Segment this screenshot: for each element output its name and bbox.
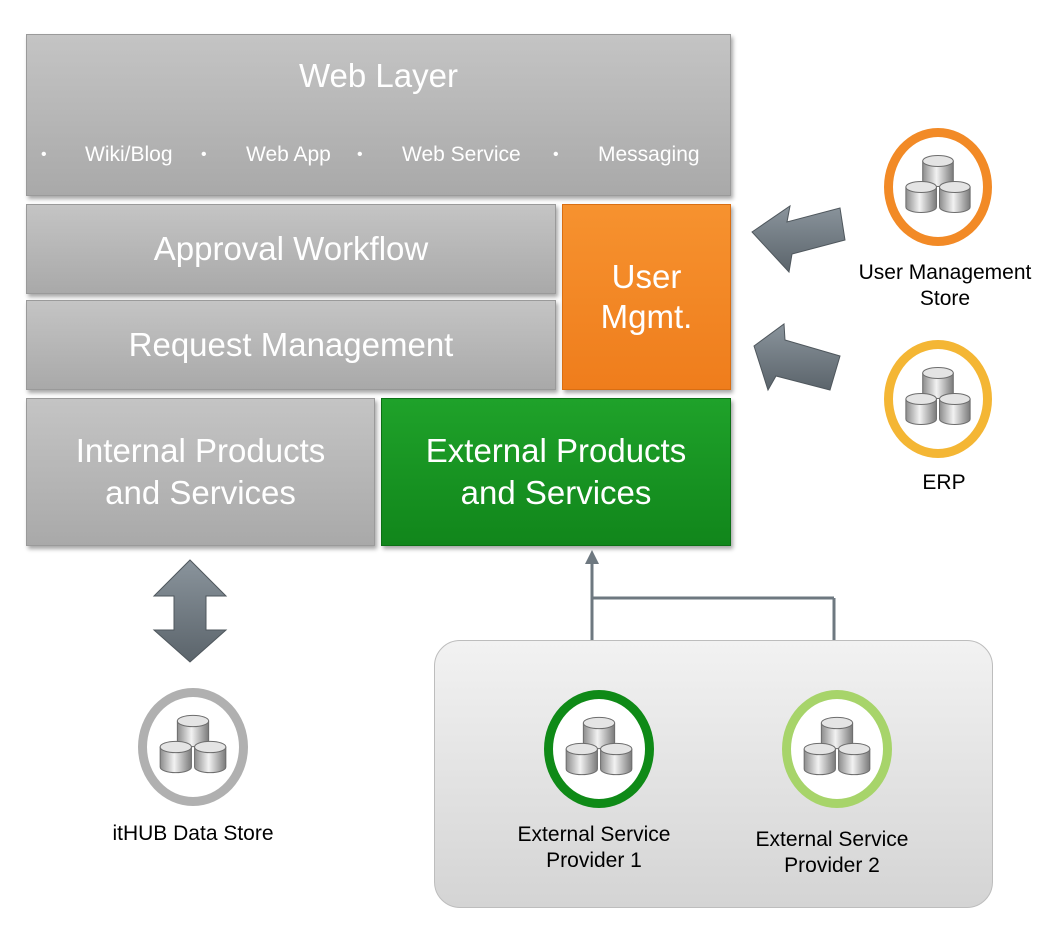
internal-products-line2: and Services xyxy=(105,474,296,511)
web-layer-block: Web Layer • Wiki/Blog • Web App • Web Se… xyxy=(26,34,731,196)
bullet-icon: • xyxy=(357,146,363,163)
provider-1-label: External Service Provider 1 xyxy=(490,822,698,874)
double-arrow-internal-to-ithub xyxy=(152,559,228,663)
erp-label: ERP xyxy=(922,471,966,494)
cylinder-shape xyxy=(905,392,937,425)
bullet-icon: • xyxy=(201,146,207,163)
bullet-icon: • xyxy=(553,146,559,163)
cylinder-shape xyxy=(905,180,937,213)
user-management-store-line1: User Management xyxy=(858,261,1032,284)
provider-1-line2: Provider 1 xyxy=(546,849,642,872)
external-products-block: External Products and Services xyxy=(381,398,731,546)
approval-workflow-label: Approval Workflow xyxy=(153,230,429,267)
web-item-messaging: Messaging xyxy=(598,143,700,166)
user-mgmt-line1: User xyxy=(611,258,682,295)
database-stack-icon xyxy=(159,714,227,774)
database-stack-icon xyxy=(803,716,871,776)
ithub-data-store-label: itHUB Data Store xyxy=(112,822,274,845)
user-management-store xyxy=(884,128,992,246)
database-stack-icon xyxy=(565,716,633,776)
user-mgmt-block: User Mgmt. xyxy=(562,204,731,390)
cylinder-shape xyxy=(565,742,598,776)
provider-2-line1: External Service xyxy=(755,828,909,851)
cylinder-shape xyxy=(820,716,854,750)
internal-products-block: Internal Products and Services xyxy=(26,398,375,546)
cylinder-shape xyxy=(159,740,192,774)
bullet-icon: • xyxy=(41,146,47,163)
user-mgmt-line2: Mgmt. xyxy=(600,298,693,335)
approval-workflow-block: Approval Workflow xyxy=(26,204,556,294)
web-item-web-service: Web Service xyxy=(402,143,521,166)
web-layer-items: • Wiki/Blog • Web App • Web Service • Me… xyxy=(27,141,730,169)
cylinder-shape xyxy=(838,742,871,776)
external-products-line1: External Products xyxy=(425,432,687,469)
internal-products-line1: Internal Products xyxy=(75,432,326,469)
provider-2-line2: Provider 2 xyxy=(784,854,880,877)
database-icon xyxy=(884,128,992,246)
cylinder-shape xyxy=(176,714,210,748)
web-item-web-app: Web App xyxy=(246,143,331,166)
database-icon xyxy=(138,688,248,806)
cylinder-shape xyxy=(939,180,971,213)
cylinder-shape xyxy=(600,742,633,776)
external-service-provider-1 xyxy=(544,690,654,808)
web-item-wiki-blog: Wiki/Blog xyxy=(85,143,173,166)
database-stack-icon xyxy=(905,154,971,213)
external-providers-panel xyxy=(434,640,993,908)
arrow-erp-to-user-mgmt xyxy=(753,323,841,392)
user-management-store-line2: Store xyxy=(919,287,971,310)
cylinder-shape xyxy=(803,742,836,776)
cylinder-shape xyxy=(194,740,227,774)
erp-store xyxy=(884,340,992,458)
database-icon xyxy=(782,690,892,808)
ithub-data-store xyxy=(138,688,248,806)
external-products-line2: and Services xyxy=(460,474,652,511)
database-icon xyxy=(544,690,654,808)
database-icon xyxy=(884,340,992,458)
request-management-label: Request Management xyxy=(128,326,454,363)
database-stack-icon xyxy=(905,366,971,425)
cylinder-shape xyxy=(922,366,954,399)
web-layer-title: Web Layer xyxy=(299,57,458,94)
arrow-user-store-to-user-mgmt xyxy=(751,204,846,274)
request-management-block: Request Management xyxy=(26,300,556,390)
provider-2-label: External Service Provider 2 xyxy=(726,827,938,879)
cylinder-shape xyxy=(939,392,971,425)
provider-1-line1: External Service xyxy=(517,823,671,846)
external-service-provider-2 xyxy=(782,690,892,808)
user-management-store-label: User Management Store xyxy=(838,260,1052,312)
